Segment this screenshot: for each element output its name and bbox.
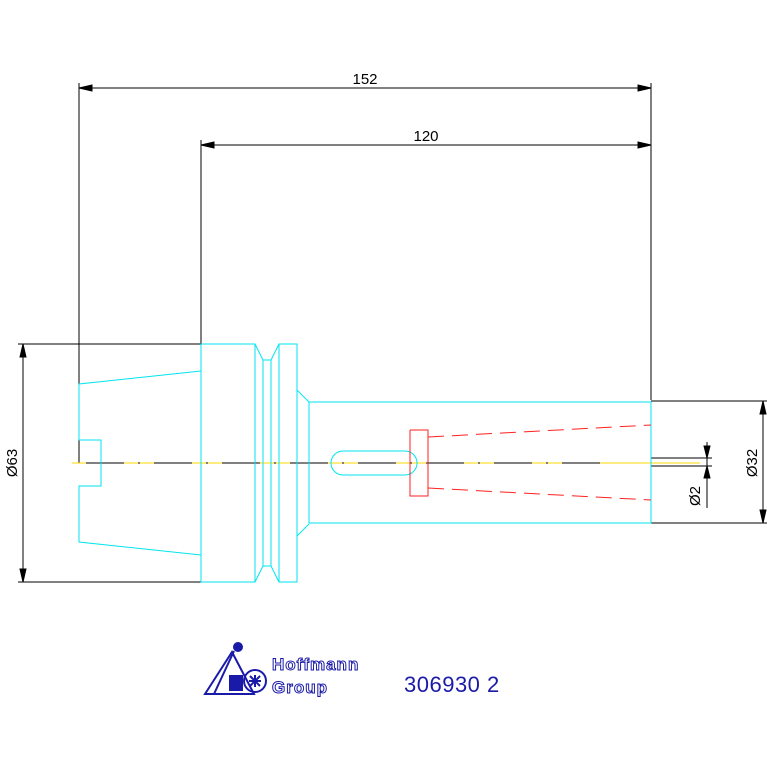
dim-flange-diameter [18,343,201,583]
part-number: 306930 2 [404,672,500,697]
dim-tool-length-label: 120 [413,128,438,145]
dim-flange-diameter-label: Ø63 [4,449,21,477]
dim-shank-diameter-label: Ø32 [744,449,761,477]
logo-text-line2: Group [272,678,328,697]
dim-tool-length [200,140,652,344]
logo-text-line1: Hoffmann [272,655,359,674]
dim-overall-length [78,83,652,463]
hidden-bore [409,424,652,501]
dim-shank-diameter [651,400,767,524]
dim-offset [651,442,712,508]
dim-overall-length-label: 152 [352,71,377,88]
dim-offset-label: Ø2 [687,486,704,506]
hoffmann-logo-icon [203,642,267,695]
tool-holder-outline [78,343,652,583]
